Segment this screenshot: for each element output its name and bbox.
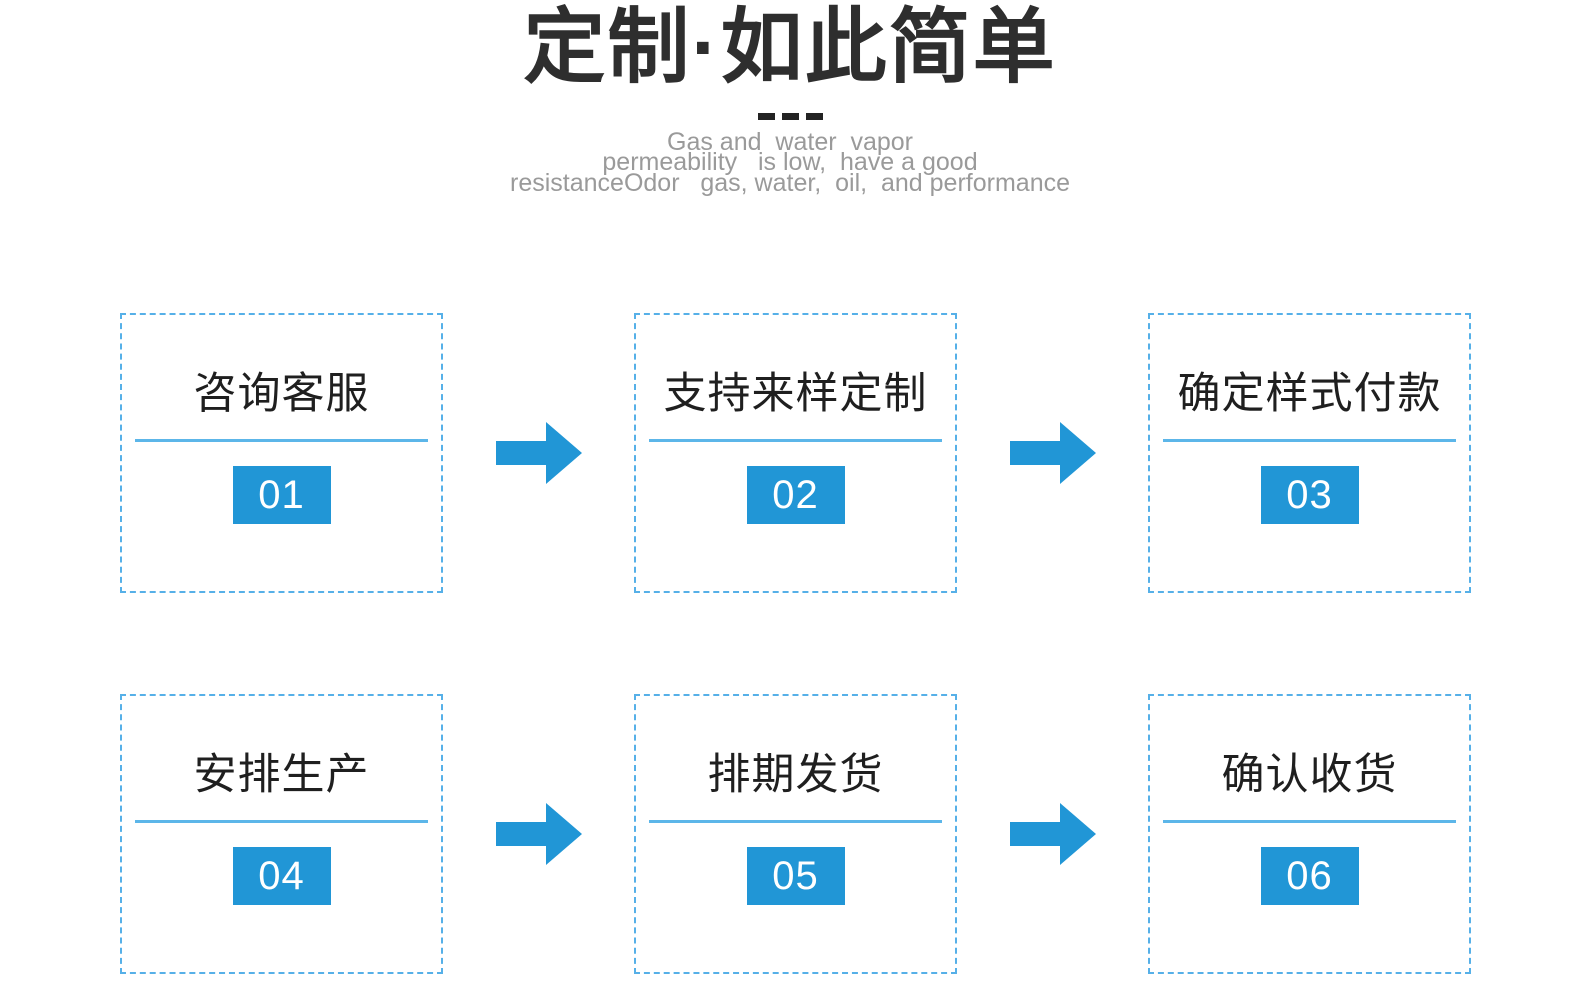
page-subtitle: Gas and water vapor permeability is low,… (340, 127, 1240, 197)
flow-connector-4 (957, 694, 1148, 974)
page-header: 定制·如此简单 Gas and water vapor permeability… (0, 0, 1580, 197)
divider-dash-2 (781, 113, 799, 121)
step-label: 安排生产 (193, 751, 370, 799)
arrow-right-icon (1009, 803, 1096, 865)
step-label: 支持来样定制 (663, 370, 928, 418)
step-rule (649, 439, 942, 442)
step-rule (135, 439, 428, 442)
step-rule (1163, 439, 1456, 442)
subtitle-line-3: resistanceOdor gas, water, oil, and perf… (510, 168, 1070, 197)
flow-row-2: 安排生产 04 排期发货 05 确认收货 06 (0, 694, 1580, 974)
step-rule (649, 820, 942, 823)
page-title: 定制·如此简单 (523, 2, 1057, 93)
step-card-04[interactable]: 安排生产 04 (120, 694, 443, 974)
step-rule (1163, 820, 1456, 823)
dashed-divider-icon (750, 106, 830, 128)
subtitle-line-1: Gas and water vapor (667, 127, 913, 156)
step-rule (135, 820, 428, 823)
step-number-badge: 01 (232, 466, 331, 524)
process-flow: 咨询客服 01 支持来样定制 02 确定样式付款 03 (0, 313, 1580, 974)
arrow-right-icon (495, 803, 582, 865)
arrow-right-icon (495, 422, 582, 484)
step-number-badge: 06 (1260, 847, 1359, 905)
step-card-02[interactable]: 支持来样定制 02 (634, 313, 957, 593)
flow-connector-1 (443, 313, 634, 593)
step-label: 确定样式付款 (1177, 370, 1442, 418)
arrow-right-icon (1009, 422, 1096, 484)
flow-row-1: 咨询客服 01 支持来样定制 02 确定样式付款 03 (0, 313, 1580, 593)
step-number-badge: 05 (746, 847, 845, 905)
step-card-06[interactable]: 确认收货 06 (1148, 694, 1471, 974)
step-card-01[interactable]: 咨询客服 01 (120, 313, 443, 593)
step-card-05[interactable]: 排期发货 05 (634, 694, 957, 974)
divider-dash-1 (757, 113, 775, 121)
step-label: 咨询客服 (193, 370, 370, 418)
flow-connector-3 (443, 694, 634, 974)
step-label: 排期发货 (707, 751, 884, 799)
divider-dash-3 (805, 113, 823, 121)
flow-connector-2 (957, 313, 1148, 593)
step-number-badge: 02 (746, 466, 845, 524)
step-label: 确认收货 (1221, 751, 1398, 799)
step-number-badge: 04 (232, 847, 331, 905)
subtitle-line-2: permeability is low, have a good (602, 148, 978, 177)
step-card-03[interactable]: 确定样式付款 03 (1148, 313, 1471, 593)
step-number-badge: 03 (1260, 466, 1359, 524)
